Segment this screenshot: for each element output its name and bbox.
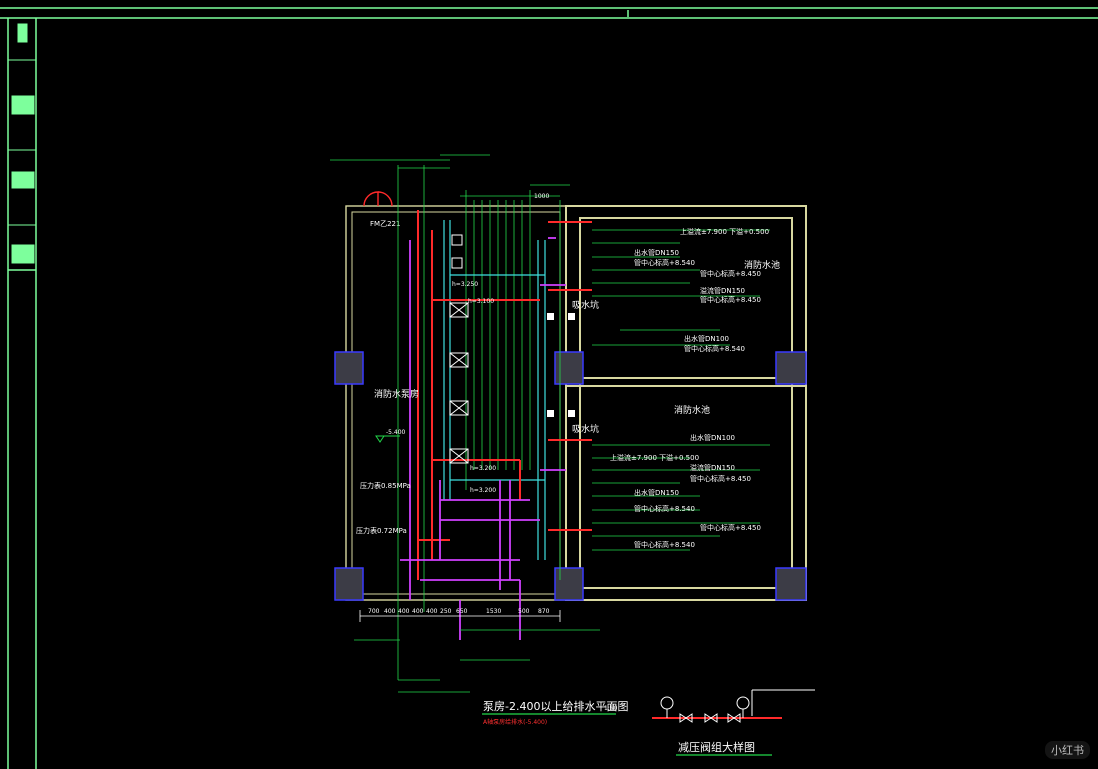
annotation-left-6: 压力表0.72MPa	[356, 526, 407, 535]
tank-upper-label: 消防水池	[744, 259, 780, 271]
dim-9: 500	[518, 608, 530, 615]
vertical-riser-lines	[397, 165, 561, 680]
annotation-left-5: 压力表0.85MPa	[360, 481, 411, 490]
annotation-upper-3: 管中心标高+8.540	[634, 258, 695, 267]
annotation-lower-2: 上溢流±7.900 下溢+0.500	[610, 453, 699, 462]
drawing-frame	[0, 7, 1098, 769]
detail-title: 减压阀组大样图	[678, 740, 755, 754]
level-mark	[375, 435, 400, 443]
dim-2: 400	[384, 608, 396, 615]
drawing-scale: 1:50	[604, 705, 618, 712]
dim-6: 250	[440, 608, 452, 615]
pump-room-label: 消防水泵房	[374, 388, 419, 400]
magenta-pipes	[400, 237, 566, 640]
annotation-lower-7: 管中心标高+8.540	[634, 504, 695, 513]
annotation-lower-3: 溢流管DN150	[690, 463, 735, 472]
annotation-lower-4: 管中心标高+8.450	[690, 474, 751, 483]
tank-lower-label: 消防水池	[674, 404, 710, 416]
annotation-upper-6: 出水管DN100	[684, 334, 729, 343]
level-mark-text: -5.400	[386, 429, 406, 436]
annotation-lower-6: 管中心标高+8.450	[700, 523, 761, 532]
bottom-dimension-line	[359, 610, 561, 622]
dim-5: 400	[426, 608, 438, 615]
bottom-dimensions: 700 400 400 400 400 250 650 1530 500 870	[368, 608, 550, 615]
door-symbol	[363, 191, 393, 207]
annotation-upper-1: 上溢流±7.900 下溢+0.500	[680, 227, 769, 236]
leader-lines-right	[592, 229, 770, 551]
leader-lines-bottom	[354, 629, 600, 693]
title-block-strip	[8, 23, 36, 264]
annotation-upper-4: 溢流管DN150	[700, 286, 745, 295]
annotation-upper-7: 管中心标高+8.450	[700, 269, 761, 278]
dim-7: 650	[456, 608, 468, 615]
annotation-left-3: h=3.200	[470, 465, 496, 472]
door-label: FM乙221	[370, 220, 400, 228]
drawing-title: 泵房-2.400以上给排水平面图	[483, 699, 628, 713]
tank-walls	[345, 205, 807, 601]
watermark: 小红书	[1045, 741, 1090, 759]
sump-lower-label: 吸水坑	[572, 423, 599, 435]
annotation-left-2: h=3.100	[468, 298, 494, 305]
annotation-upper-5: 管中心标高+8.450	[700, 295, 761, 304]
dim-8: 1530	[486, 608, 501, 615]
dim-10: 870	[538, 608, 550, 615]
annotation-left-1: h=3.250	[452, 281, 478, 288]
annotation-left-4: h=3.200	[470, 487, 496, 494]
annotation-upper-8: 管中心标高+8.540	[684, 344, 745, 353]
dim-3: 400	[398, 608, 410, 615]
dim-4: 400	[412, 608, 424, 615]
top-dimension: 1000	[534, 193, 549, 200]
annotation-upper-2: 出水管DN150	[634, 248, 679, 257]
annotation-lower-5: 出水管DN150	[634, 488, 679, 497]
annotation-lower-8: 管中心标高+8.540	[634, 540, 695, 549]
sump-upper-label: 吸水坑	[572, 299, 599, 311]
pump-symbols	[449, 234, 469, 464]
red-pipes	[417, 210, 592, 580]
drawing-subtitle: A轴泵房给排水(-5.400)	[483, 718, 547, 726]
dim-1: 700	[368, 608, 380, 615]
leader-lines-top	[330, 154, 570, 197]
annotation-lower-1: 出水管DN100	[690, 433, 735, 442]
valve-detail	[652, 689, 815, 723]
sump-pits	[547, 313, 575, 417]
